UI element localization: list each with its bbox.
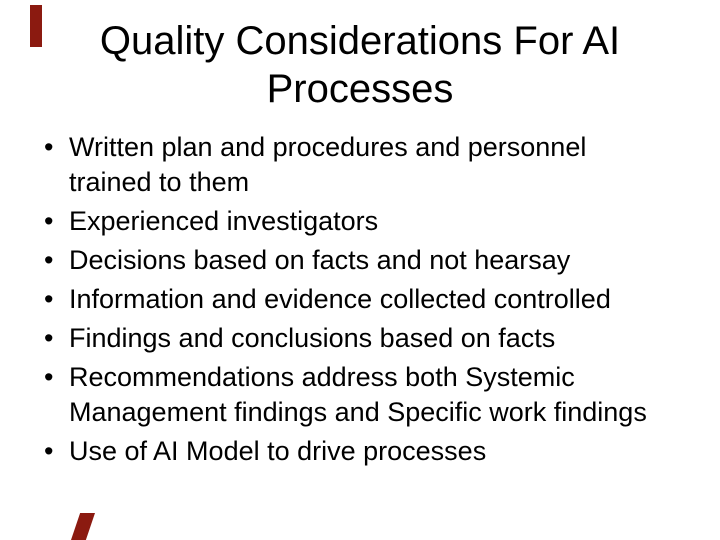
bullet-text: Findings and conclusions based on facts — [69, 323, 556, 353]
list-item: • Findings and conclusions based on fact… — [44, 321, 679, 356]
bullet-text: Recommendations address both Systemic Ma… — [69, 362, 647, 427]
slide-title-line-2: Processes — [266, 67, 454, 111]
bullet-icon: • — [44, 245, 54, 275]
bullet-text: Experienced investigators — [69, 206, 379, 236]
list-item: • Information and evidence collected con… — [44, 282, 679, 317]
bullet-text: Use of AI Model to drive processes — [69, 436, 487, 466]
bullet-list: • Written plan and procedures and person… — [44, 130, 679, 473]
template-accent-bar-icon — [30, 5, 42, 47]
bullet-icon: • — [44, 132, 54, 162]
bullet-icon: • — [44, 436, 54, 466]
bullet-icon: • — [44, 323, 54, 353]
list-item: • Recommendations address both Systemic … — [44, 360, 679, 430]
bullet-icon: • — [44, 362, 54, 392]
bullet-icon: • — [44, 206, 54, 236]
slide-title: Quality Considerations For AI Processes — [40, 17, 680, 113]
list-item: • Experienced investigators — [44, 204, 679, 239]
list-item: • Decisions based on facts and not hears… — [44, 243, 679, 278]
bullet-text: Decisions based on facts and not hearsay — [69, 245, 571, 275]
list-item: • Use of AI Model to drive processes — [44, 434, 679, 469]
list-item: • Written plan and procedures and person… — [44, 130, 679, 200]
bullet-text: Information and evidence collected contr… — [69, 284, 611, 314]
bullet-text: Written plan and procedures and personne… — [69, 132, 587, 197]
bullet-icon: • — [44, 284, 54, 314]
template-accent-ribbon-icon — [71, 513, 95, 540]
slide-title-line-1: Quality Considerations For AI — [99, 19, 621, 63]
